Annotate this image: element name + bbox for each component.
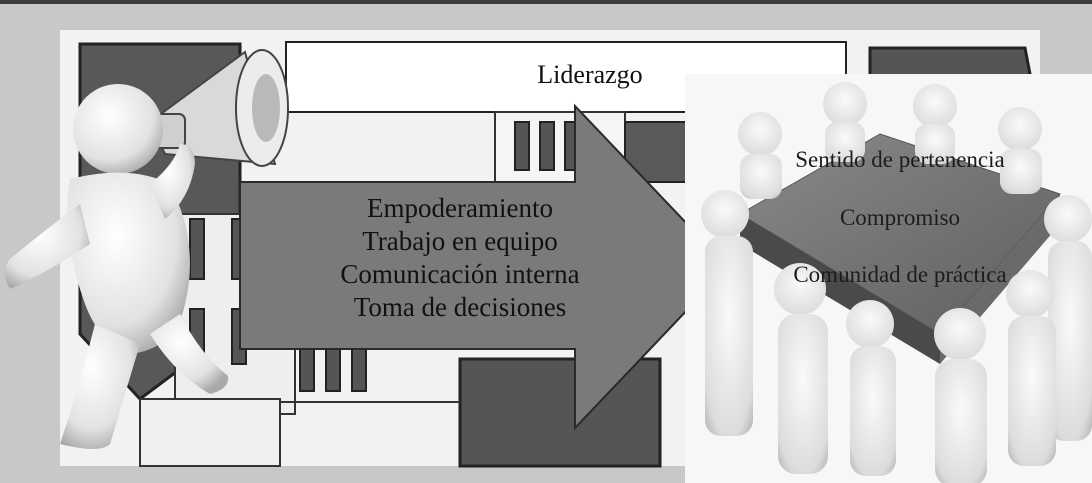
megaphone-person-icon (5, 49, 289, 449)
outcome-belonging: Sentido de pertenencia (795, 147, 1005, 172)
arrow-items: Empoderamiento Trabajo en equipo Comunic… (300, 192, 620, 324)
arrow-item-decision-making: Toma de decisiones (353, 292, 567, 322)
outcome-commitment: Compromiso (839, 205, 961, 230)
diagram-illustration (5, 30, 1092, 483)
arrow-item-internal-communication: Comunicación interna (340, 259, 580, 289)
outcome-community-of-practice: Comunidad de práctica (793, 262, 1007, 287)
puzzle-team-table-illustration (685, 74, 1092, 483)
main-arrow (239, 103, 730, 431)
leadership-label: Liderazgo (537, 60, 643, 89)
arrow-item-empowerment: Empoderamiento (367, 193, 553, 223)
arrow-item-teamwork: Trabajo en equipo (362, 226, 558, 256)
